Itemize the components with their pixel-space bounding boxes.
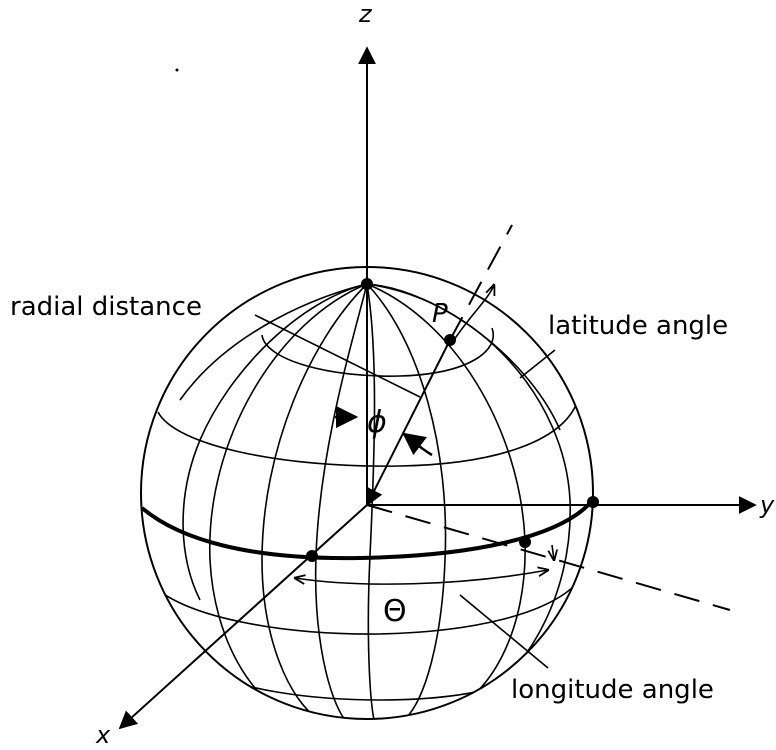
meridian-line [366,283,561,431]
radial-distance-pointer [254,314,421,398]
meridian-line [366,283,447,719]
y-axis-label: y [759,491,775,519]
theta-arc-arrow [295,570,548,585]
meridian-line [314,283,368,719]
x-axis-label: x [95,721,111,745]
parallel-line [151,579,581,635]
theta-symbol: Θ [383,594,407,629]
stray-mark [175,68,179,72]
equator-x-point [306,550,318,562]
equator-line [140,499,594,561]
equator-longitude-point [519,536,531,548]
projection-line-dashed [366,504,731,611]
latitude-angle-label: latitude angle [548,311,728,341]
meridian-line [179,283,368,401]
x-axis [118,504,368,730]
longitude-direction-arrow [552,544,554,560]
north-pole-point [361,278,373,290]
meridian-line [261,283,368,719]
parallel-line [195,664,549,701]
radial-distance-label: radial distance [10,292,202,322]
meridian-line [209,283,368,718]
latitude-angle-pointer [519,349,556,379]
z-axis-label: z [358,0,373,28]
point-p-label: P [432,299,448,329]
meridian-line [366,283,376,719]
phi-marker-arc [402,432,433,457]
radial-extension-dashed [449,224,513,341]
longitude-angle-pointer [459,594,549,669]
equator-y-point [587,496,599,508]
phi-symbol: ϕ [367,405,387,440]
point-p [444,334,456,346]
parallel-line [157,404,577,467]
latitude-arc-arrow [451,285,494,344]
meridian-line [366,283,526,716]
meridian-lines [179,283,571,719]
longitude-angle-label: longitude angle [511,675,714,705]
parallel-line [261,327,495,377]
radial-vector [366,339,451,507]
